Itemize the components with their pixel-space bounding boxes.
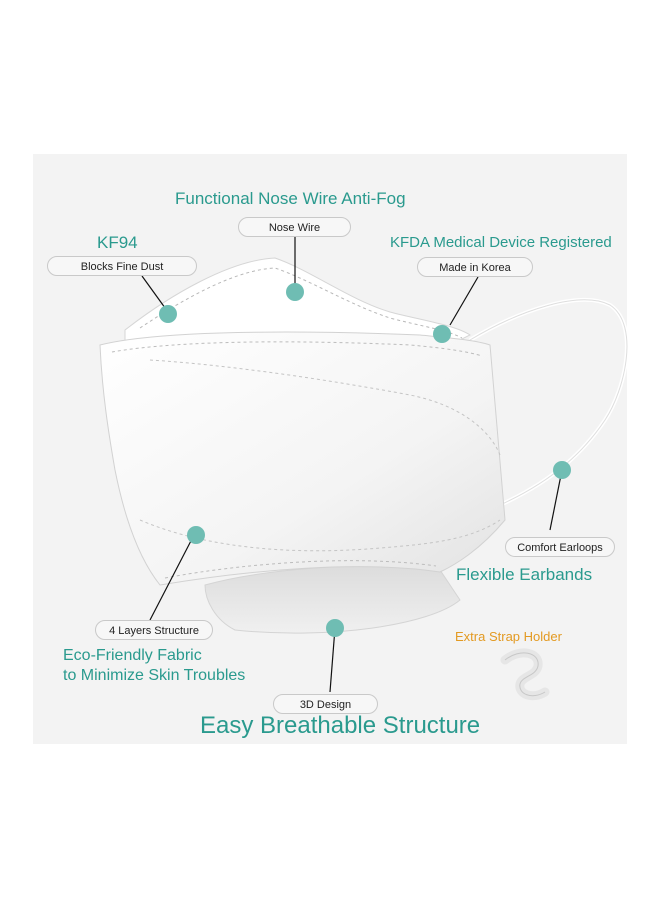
mask-main-body	[99, 331, 506, 586]
marker-dot-fine-dust	[159, 305, 177, 323]
heading-nose-wire-anti-fog: Functional Nose Wire Anti-Fog	[175, 189, 406, 208]
heading-eco-friendly-line2: to Minimize Skin Troubles	[63, 667, 246, 684]
marker-dot-3d	[326, 619, 344, 637]
heading-eco-friendly-line1: Eco-Friendly Fabric	[63, 647, 202, 664]
mask-lower-panel	[204, 565, 461, 634]
label-nose-wire: Nose Wire	[238, 217, 351, 237]
label-extra-strap-holder: Extra Strap Holder	[455, 629, 562, 644]
marker-dot-nose-wire	[286, 283, 304, 301]
label-3d-design: 3D Design	[273, 694, 378, 714]
leader-blocks-fine-dust	[141, 275, 169, 313]
leader-made-in-korea	[449, 276, 479, 326]
heading-easy-breathable: Easy Breathable Structure	[200, 712, 481, 739]
label-made-in-korea: Made in Korea	[417, 257, 533, 277]
leader-four-layers	[149, 534, 195, 621]
label-four-layers-structure: 4 Layers Structure	[95, 620, 213, 640]
marker-dot-korea	[433, 325, 451, 343]
heading-kfda: KFDA Medical Device Registered	[390, 234, 612, 251]
marker-dot-layers	[187, 526, 205, 544]
heading-flexible-earbands: Flexible Earbands	[456, 565, 593, 584]
heading-kf94: KF94	[97, 233, 138, 252]
label-comfort-earloops: Comfort Earloops	[505, 537, 615, 557]
leader-3d-design	[329, 627, 336, 693]
label-blocks-fine-dust: Blocks Fine Dust	[47, 256, 197, 276]
marker-dot-earloops	[553, 461, 571, 479]
leader-comfort-earloops	[549, 469, 563, 531]
strap-holder-hook	[500, 648, 550, 701]
